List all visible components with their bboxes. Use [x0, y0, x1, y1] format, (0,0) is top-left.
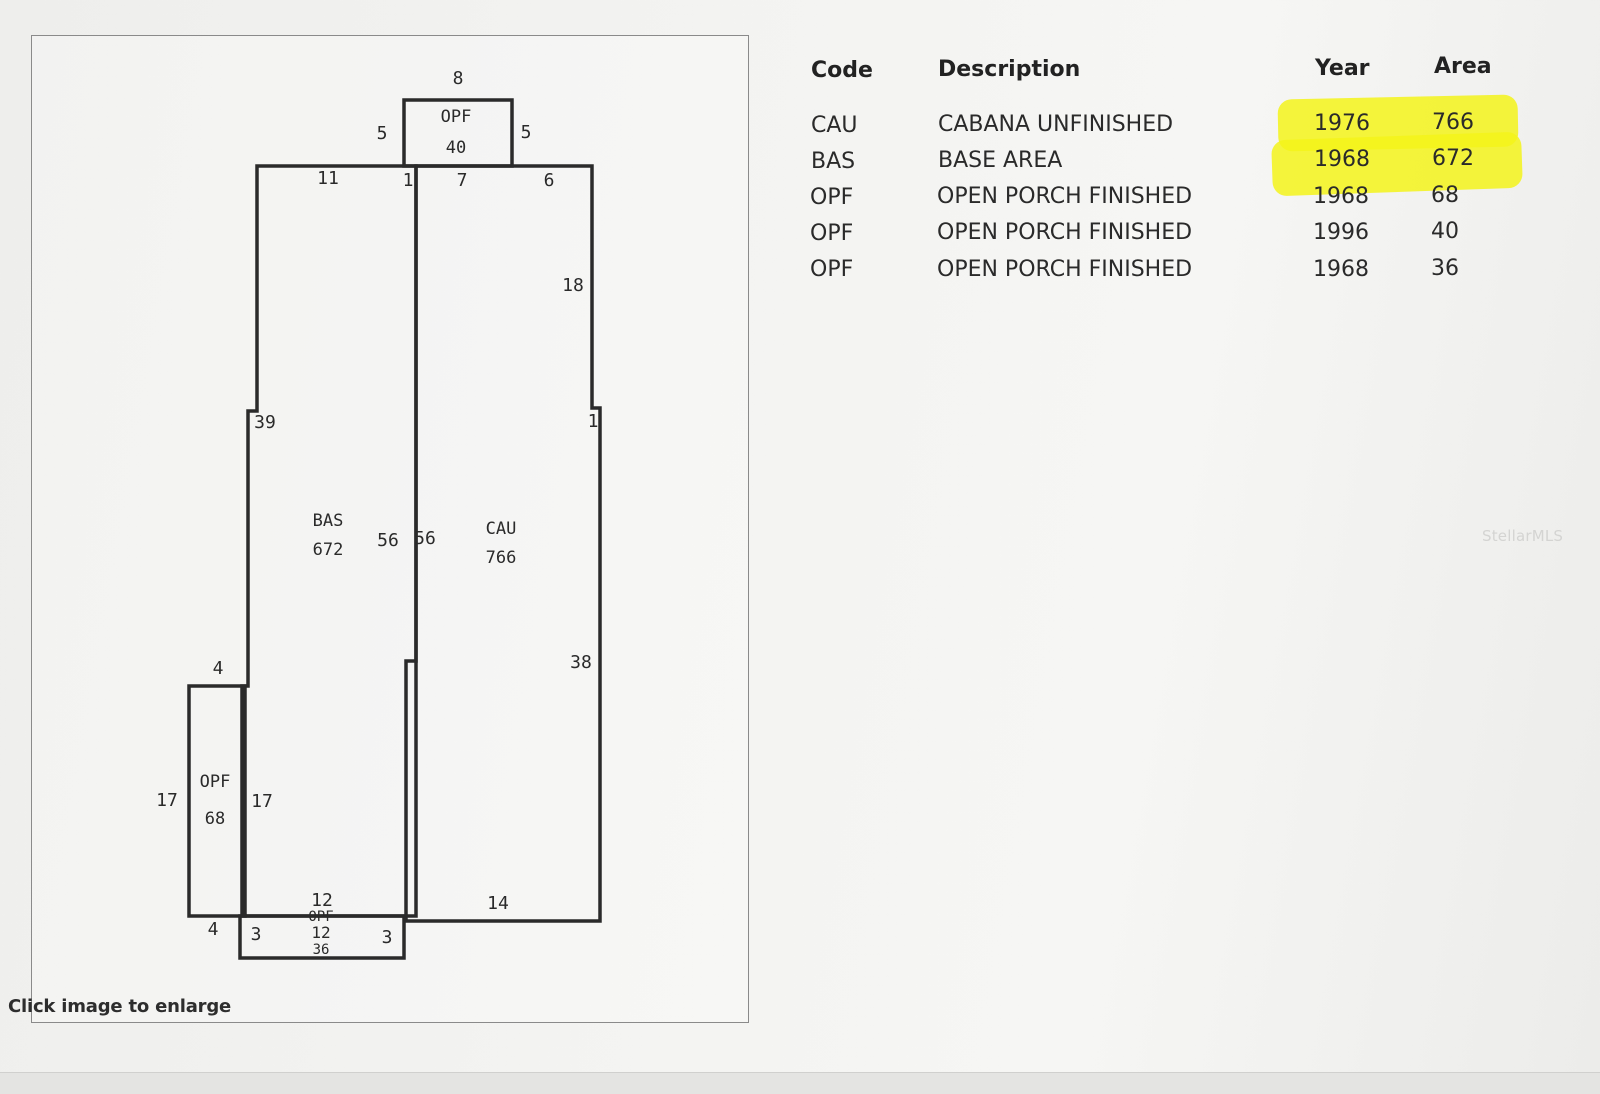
area-label-value: 672	[313, 540, 344, 560]
row-code: OPF	[810, 185, 854, 210]
dimension-label: 5	[377, 123, 388, 144]
area-label-value: 68	[205, 809, 225, 829]
column-header-year: Year	[1315, 56, 1370, 81]
dimension-label: 56	[377, 530, 399, 551]
dimension-label: 3	[251, 924, 262, 945]
column-header-code: Code	[811, 58, 873, 83]
dimension-label: 39	[254, 412, 276, 433]
area-label-code: CAU	[486, 519, 517, 539]
dimension-label: 12	[311, 923, 330, 942]
dimension-label: 7	[457, 170, 468, 191]
column-header-area: Area	[1434, 54, 1492, 79]
column-header-description: Description	[938, 57, 1081, 82]
row-year: 1968	[1313, 257, 1369, 282]
cau-outline	[404, 164, 602, 923]
dimension-label: 17	[251, 791, 273, 812]
area-label-value: 36	[313, 942, 330, 958]
enlarge-image-link[interactable]: Click image to enlarge	[8, 996, 232, 1017]
watermark: StellarMLS	[1482, 527, 1564, 545]
opf-left-outline	[187, 684, 247, 918]
dimension-label: 4	[208, 919, 219, 940]
row-year: 1968	[1314, 147, 1370, 172]
area-label-value: 766	[486, 548, 517, 568]
dimension-label: 1	[588, 411, 599, 432]
area-label-code: OPF	[441, 107, 472, 127]
dimension-label: 1	[403, 170, 414, 191]
dimension-label: 8	[453, 68, 464, 89]
building-sketch[interactable]: OPF 40 BAS 672 CAU 766 OPF 68 OPF 36 8 5…	[31, 35, 749, 1023]
row-description: BASE AREA	[938, 148, 1063, 173]
dimension-label: 12	[311, 890, 333, 911]
dimension-label: 17	[156, 790, 178, 811]
dimension-label: 56	[414, 528, 436, 549]
area-label-code: OPF	[308, 909, 333, 925]
area-label-value: 40	[446, 138, 466, 158]
opf-bottom-outline	[238, 914, 406, 960]
row-year: 1976	[1314, 111, 1370, 136]
highlight-mark	[1271, 131, 1523, 197]
sketch-drawing: OPF 40 BAS 672 CAU 766 OPF 68 OPF 36 8 5…	[156, 68, 602, 960]
dimension-label: 18	[562, 275, 584, 296]
row-description: OPEN PORCH FINISHED	[937, 220, 1193, 245]
row-year: 1968	[1313, 184, 1369, 209]
area-label-code: OPF	[200, 772, 231, 792]
row-code: OPF	[810, 221, 854, 246]
row-year: 1996	[1313, 220, 1369, 245]
dimension-label: 4	[213, 658, 224, 679]
row-description: OPEN PORCH FINISHED	[937, 257, 1193, 282]
paper-edge	[0, 1072, 1600, 1094]
row-description: OPEN PORCH FINISHED	[937, 184, 1193, 209]
row-description: CABANA UNFINISHED	[938, 112, 1174, 137]
row-area: 766	[1432, 110, 1474, 135]
dimension-label: 38	[570, 652, 592, 673]
dimension-label: 11	[317, 168, 339, 189]
dimension-label: 5	[521, 122, 532, 143]
dimension-label: 6	[544, 170, 555, 191]
row-area: 68	[1431, 183, 1459, 208]
dimension-label: 14	[487, 893, 509, 914]
dimension-label: 3	[382, 927, 393, 948]
row-code: CAU	[811, 113, 858, 138]
row-area: 672	[1432, 146, 1474, 171]
row-code: OPF	[810, 257, 854, 282]
row-area: 40	[1431, 219, 1459, 244]
row-code: BAS	[811, 149, 856, 174]
row-area: 36	[1431, 256, 1459, 281]
area-label-code: BAS	[313, 511, 344, 531]
